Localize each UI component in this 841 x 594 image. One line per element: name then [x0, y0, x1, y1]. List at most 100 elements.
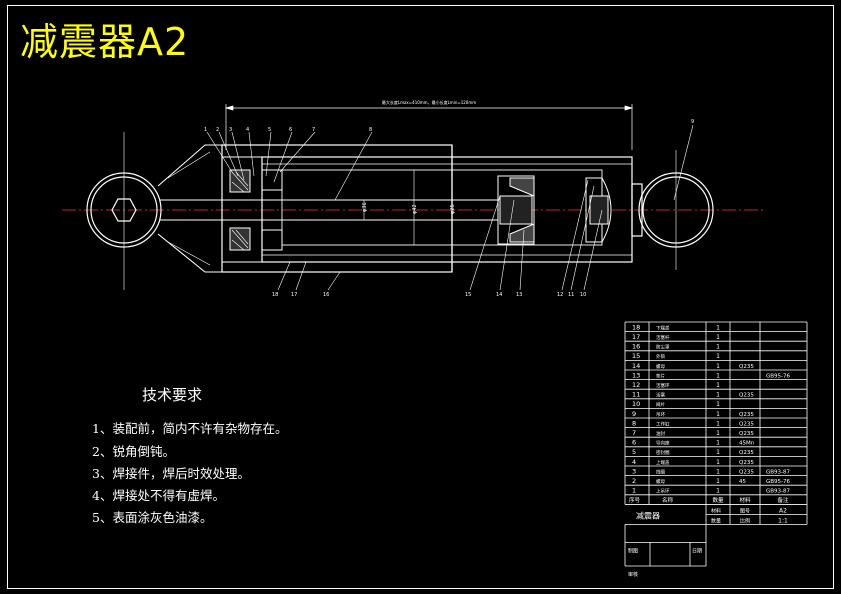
part-note: GB95-76	[766, 373, 791, 379]
part-name: 垫片	[656, 372, 665, 379]
part-name: 挡圈	[656, 468, 665, 475]
balloon: 14	[496, 292, 502, 298]
requirement-item: 3、焊接件，焊后时效处理。	[92, 466, 250, 481]
diameter-dimensions	[363, 170, 453, 245]
part-name: 外筒	[656, 353, 665, 360]
header-note: 备注	[777, 496, 789, 504]
title-block-label: 审核	[628, 571, 638, 578]
part-number: 12	[632, 381, 640, 389]
part-name: 导向座	[656, 440, 670, 447]
leader-lines	[206, 124, 694, 291]
balloon: 13	[516, 292, 522, 298]
part-name: 密封圈	[656, 449, 670, 456]
balloon: 4	[246, 127, 249, 133]
part-material: 45Mn	[739, 441, 755, 447]
piston-rod	[160, 199, 498, 221]
balloon: 17	[291, 292, 297, 298]
rod-diameter-text: φ36	[362, 202, 368, 212]
part-name: 下端盖	[656, 324, 670, 331]
part-material: Q235	[739, 460, 754, 466]
part-qty: 1	[716, 420, 720, 427]
part-name: 油封	[656, 430, 665, 437]
part-name: 上吊环	[656, 488, 670, 495]
part-material: Q235	[739, 364, 754, 370]
balloon: 16	[323, 292, 329, 298]
part-number: 6	[632, 439, 636, 447]
balloon: 10	[580, 292, 586, 298]
title-block-label: 比例	[740, 517, 750, 524]
rod-guide	[221, 156, 283, 263]
piston	[497, 175, 612, 245]
part-name: 螺母	[656, 478, 665, 485]
balloon: 18	[272, 292, 278, 298]
part-number: 16	[632, 343, 640, 351]
balloon: 6	[289, 127, 292, 133]
part-note: GB95-76	[766, 479, 791, 485]
part-material: Q235	[739, 450, 754, 456]
balloon: 12	[557, 292, 563, 298]
part-name: 螺母	[656, 363, 665, 370]
part-number: 5	[632, 448, 636, 456]
balloon: 11	[568, 292, 574, 298]
title-block-name: 减震器	[636, 510, 660, 520]
header-no: 序号	[629, 496, 641, 504]
header-material: 材料	[739, 496, 751, 504]
part-name: 活塞环	[656, 382, 670, 389]
part-qty: 1	[716, 401, 720, 408]
part-material: 45	[739, 479, 746, 485]
part-number: 18	[632, 323, 640, 331]
part-material: Q235	[739, 421, 754, 427]
part-qty: 1	[716, 478, 720, 485]
part-qty: 1	[716, 440, 720, 447]
balloon: 2	[216, 127, 219, 133]
overall-dimension-text: 最大长度Lmax=410mm，最小长度Lmin=120mm	[382, 99, 476, 105]
part-note: GB93-87	[766, 489, 791, 495]
part-material: Q235	[739, 431, 754, 437]
part-number: 10	[632, 400, 640, 408]
balloon: 3	[229, 127, 232, 133]
part-number: 17	[632, 333, 640, 341]
part-qty: 1	[716, 363, 720, 370]
part-number: 1	[632, 487, 636, 495]
title-block-label: 图号	[740, 508, 750, 514]
title-block-label: 制图	[628, 547, 638, 554]
part-material: Q235	[739, 469, 754, 475]
part-name: 防尘罩	[656, 344, 670, 351]
part-qty: 1	[716, 459, 720, 466]
part-qty: 1	[716, 449, 720, 456]
title-block-label: 日期	[692, 548, 702, 554]
requirement-item: 1、装配前，简内不许有杂物存在。	[92, 421, 288, 436]
requirement-item: 2、锐角倒钝。	[92, 444, 175, 459]
header-name: 名称	[662, 496, 674, 504]
balloon: 15	[465, 292, 471, 298]
part-name: 上端盖	[656, 459, 670, 466]
part-qty: 1	[716, 411, 720, 418]
balloon: 8	[369, 127, 372, 133]
upper-eye	[86, 132, 162, 290]
part-material: Q235	[739, 393, 754, 399]
part-qty: 1	[716, 468, 720, 475]
part-qty: 1	[716, 334, 720, 341]
title-block-scale: 1:1	[778, 517, 788, 524]
balloon-labels: 1 2 3 4 5 6 7 8 9 18 17 16 15 14 13 12 1…	[204, 119, 694, 298]
part-number: 8	[632, 419, 636, 427]
part-qty: 1	[716, 353, 720, 360]
part-number: 3	[632, 467, 636, 475]
lower-eye	[631, 150, 714, 270]
drawing-border	[7, 5, 834, 589]
part-note: GB93-87	[766, 469, 791, 475]
part-number: 9	[632, 410, 636, 418]
part-number: 7	[632, 429, 636, 437]
balloon: 9	[691, 119, 694, 125]
part-qty: 1	[716, 382, 720, 389]
part-number: 2	[632, 477, 636, 485]
part-qty: 1	[716, 344, 720, 351]
part-material: Q235	[739, 412, 754, 418]
title-block-label: 材料	[711, 507, 721, 514]
balloon: 5	[268, 127, 271, 133]
inner-diameter-text: φ25	[450, 204, 456, 214]
requirement-item: 4、焊接处不得有虚焊。	[92, 488, 225, 503]
requirement-item: 5、表面涂灰色油漆。	[92, 510, 213, 525]
